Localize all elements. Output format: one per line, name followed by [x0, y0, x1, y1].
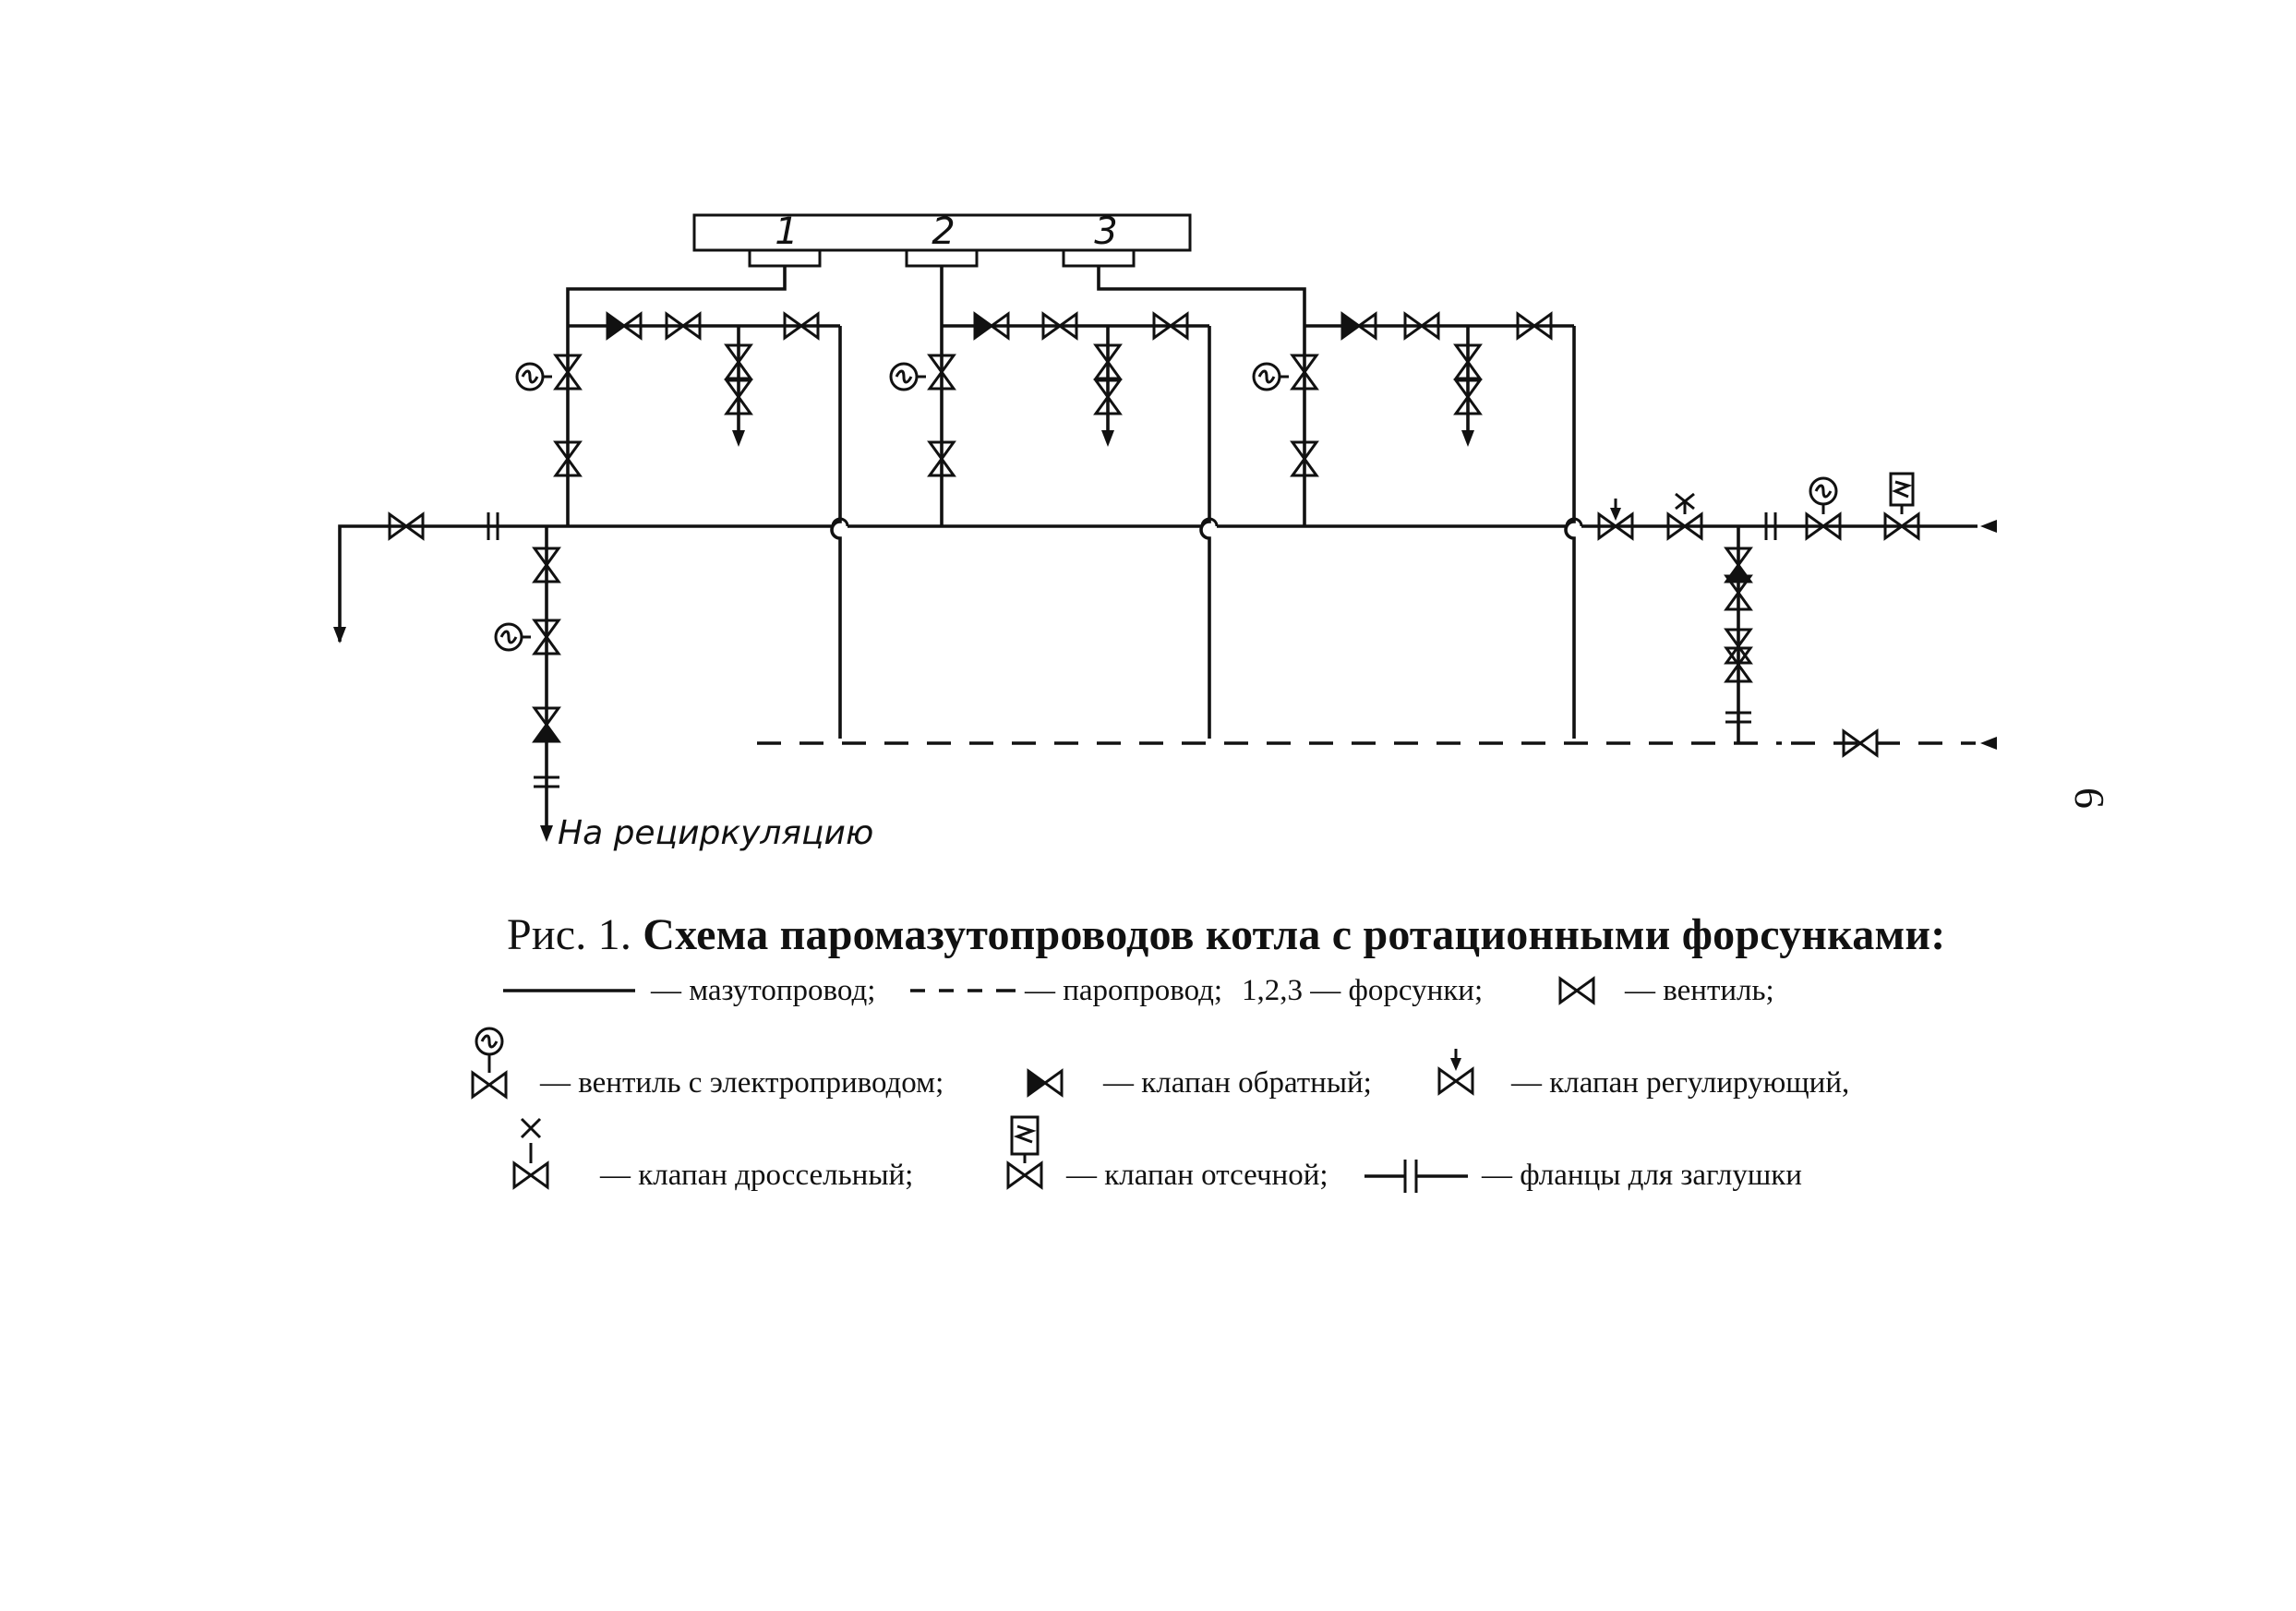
legend-burners-label: 1,2,3 — форсунки;	[1242, 974, 1484, 1007]
legend-motor-valve-icon	[471, 1027, 508, 1099]
burner-label-2: 2	[932, 210, 955, 253]
legend-control-valve-label: — клапан регулирующий,	[1511, 1066, 1850, 1100]
legend-control-valve-icon	[1437, 1049, 1474, 1095]
legend-throttle-valve-label: — клапан дроссельный;	[600, 1159, 914, 1192]
figure-caption: Рис. 1. Схема паромазутопроводов котла с…	[507, 909, 1945, 960]
legend-steam-line-label: — паропровод;	[1025, 974, 1223, 1007]
fuel-main-line	[333, 472, 1997, 643]
legend-check-valve-label: — клапан обратный;	[1103, 1066, 1372, 1100]
legend-shutoff-valve-label: — клапан отсечной;	[1066, 1159, 1328, 1192]
burner-label-1: 1	[775, 210, 798, 253]
legend-throttle-valve-icon	[512, 1117, 549, 1189]
legend-blind-flanges-label: — фланцы для заглушки	[1482, 1159, 1802, 1192]
steam-line	[757, 729, 1997, 757]
caption-prefix: Рис. 1.	[507, 910, 632, 959]
burner-branch-2	[889, 312, 1211, 739]
burner-branch-1	[515, 312, 842, 739]
header-connections	[566, 266, 1306, 526]
legend-blind-flanges-icon	[1364, 1160, 1468, 1193]
legend-fuel-line-label: — мазутопровод;	[651, 974, 876, 1007]
legend-shutoff-valve-icon	[1006, 1115, 1043, 1189]
legend-motor-valve-label: — вентиль с электроприводом;	[540, 1066, 944, 1100]
legend-valve-icon	[1558, 977, 1595, 1004]
burner-label-3: 3	[1094, 210, 1117, 253]
burner-branch-3	[1252, 312, 1576, 739]
legend-valve-label: — вентиль;	[1625, 974, 1774, 1007]
drain-branch	[1725, 526, 1752, 743]
page-number: 6	[2066, 787, 2113, 809]
caption-title: Схема паромазутопроводов котла с ротацио…	[643, 910, 1946, 959]
recirculation-line: На рециркуляцию	[494, 526, 873, 852]
legend-symbols	[471, 977, 1595, 1193]
burner-header: 1 2 3	[692, 210, 1192, 268]
legend-check-valve-icon	[1027, 1069, 1064, 1097]
recirculation-label: На рециркуляцию	[558, 814, 873, 852]
